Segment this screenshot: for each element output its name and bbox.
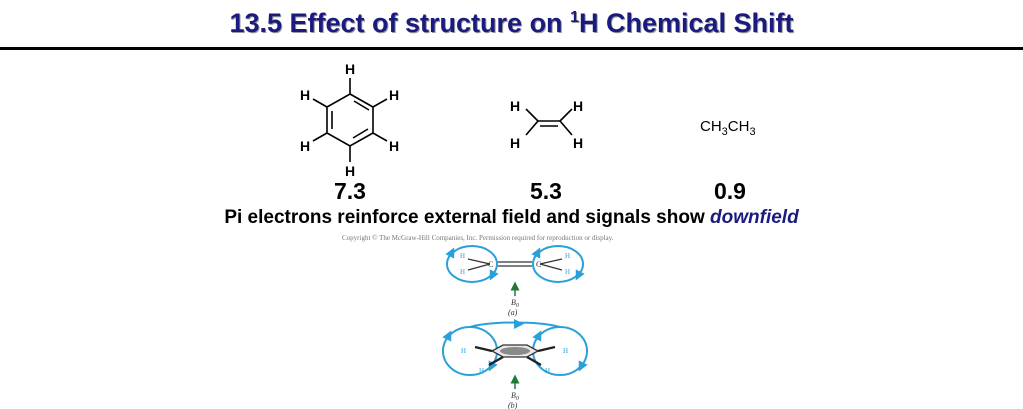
ethane-formula: CH3CH3 (700, 118, 756, 138)
field-label-a: B0 (511, 298, 519, 309)
shift-ethane: 0.9 (714, 178, 746, 204)
fig-a-carbon-left: C (488, 260, 493, 269)
fig-b-h-lower-right: H (545, 367, 550, 375)
benzene-h-lower-right: H (389, 138, 399, 154)
ethane-sub-1: 3 (721, 126, 728, 138)
current-loop-right (531, 245, 585, 283)
benzene-structure: H H H H H H (300, 61, 399, 179)
fig-b-h-lower-left: H (479, 367, 484, 375)
ethane-ch-2: CH (727, 118, 750, 135)
ring-current-figure-b: H H H H B0 (b) (442, 319, 588, 409)
benzene-h-upper-left: H (300, 87, 310, 103)
title-superscript: 1 (570, 9, 579, 26)
ethylene-structure: H H H H (510, 98, 583, 151)
field-label-b: B0 (511, 391, 519, 402)
fig-a-h-3: H (565, 252, 570, 260)
ethane-ch-1: CH (700, 118, 722, 135)
title-prefix: 13.5 Effect of structure on (229, 8, 571, 38)
fig-b-h-left: H (461, 347, 466, 355)
caption-text: Pi electrons reinforce external field an… (224, 207, 711, 228)
benzene-h-top: H (345, 61, 355, 77)
ethane-sub-2: 3 (749, 126, 756, 138)
ethylene-h-upper-right: H (573, 98, 583, 114)
figure-copyright: Copyright © The McGraw-Hill Companies, I… (342, 234, 614, 242)
caption: Pi electrons reinforce external field an… (0, 207, 1023, 229)
ethylene-h-lower-right: H (573, 135, 583, 151)
fig-a-h-4: H (565, 268, 570, 276)
title-divider (0, 47, 1023, 50)
caption-emphasis: downfield (710, 207, 799, 228)
panel-label-a: (a) (508, 308, 518, 317)
benzene-h-lower-left: H (300, 138, 310, 154)
shift-benzene: 7.3 (334, 178, 366, 204)
fig-a-carbon-right: C (536, 260, 541, 269)
ethylene-h-lower-left: H (510, 135, 520, 151)
title-suffix: H Chemical Shift (578, 8, 794, 38)
current-loop-left (445, 245, 499, 283)
ring-current-figure-a: C C H H H H B0 (a) (445, 245, 585, 317)
fig-b-h-right: H (563, 347, 568, 355)
benzene-h-bottom: H (345, 163, 355, 179)
benzene-h-upper-right: H (389, 87, 399, 103)
ethylene-h-upper-left: H (510, 98, 520, 114)
slide-title: 13.5 Effect of structure on 1H Chemical … (0, 8, 1023, 39)
fig-a-h-1: H (460, 252, 465, 260)
shift-ethylene: 5.3 (530, 178, 562, 204)
fig-a-h-2: H (460, 268, 465, 276)
panel-label-b: (b) (508, 401, 518, 409)
